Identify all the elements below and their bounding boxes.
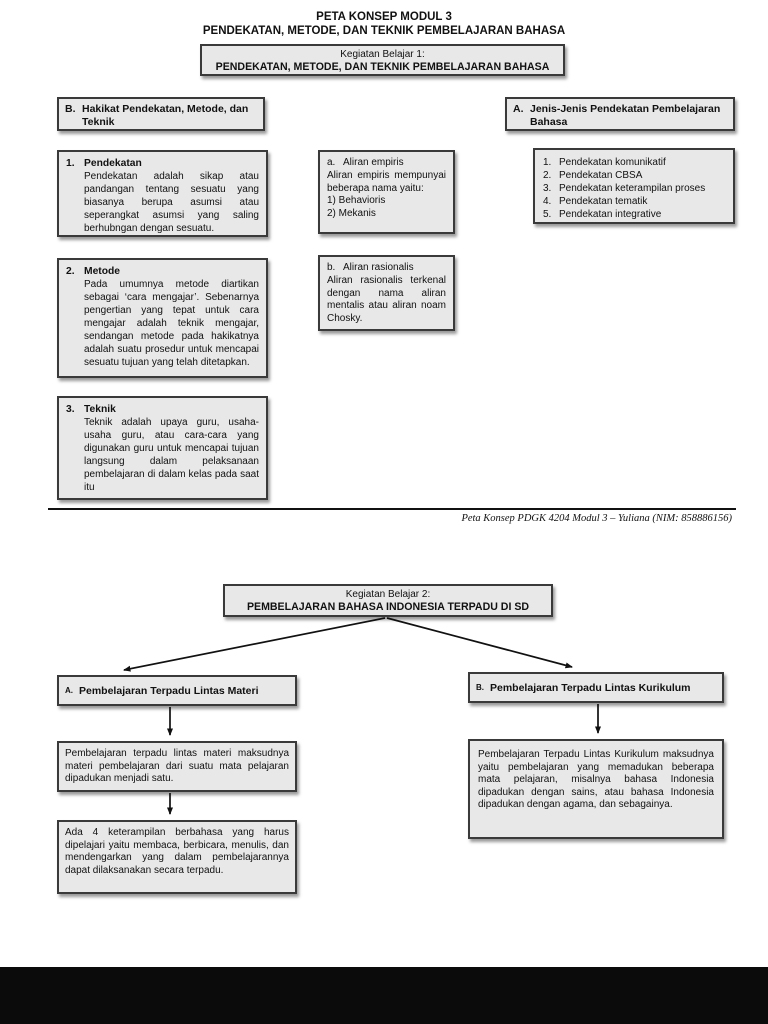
list-item-number: 4. — [543, 196, 552, 207]
card-aliran-empiris-item: 2) Mekanis — [327, 208, 376, 220]
list-item: 2. Pendekatan CBSA — [543, 169, 725, 182]
kb2-branch-a-box1: Pembelajaran terpadu lintas materi maksu… — [57, 741, 297, 792]
kb1-header-a-label: Jenis-Jenis Pendekatan Pembelajaran Baha… — [530, 103, 721, 128]
page-title-line1: PETA KONSEP MODUL 3 — [316, 11, 452, 23]
card-jenis-pendekatan-list: 1. Pendekatan komunikatif 2. Pendekatan … — [533, 148, 735, 224]
card-teknik: 3. Teknik Teknik adalah upaya guru, usah… — [57, 396, 268, 500]
kb2-branch-a-prefix: A. — [65, 686, 73, 695]
kb2-branch-b-header: B. Pembelajaran Terpadu Lintas Kurikulum — [468, 672, 724, 703]
kb1-header-a: A. Jenis-Jenis Pendekatan Pembelajaran B… — [505, 97, 735, 131]
card-aliran-empiris-item: 1) Behavioris — [327, 195, 386, 207]
kb1-banner: Kegiatan Belajar 1: PENDEKATAN, METODE, … — [200, 44, 565, 76]
card-aliran-empiris-title: Aliran empiris — [343, 157, 404, 168]
card-aliran-empiris-body: Aliran empiris mempunyai beberapa nama y… — [327, 169, 446, 194]
kb1-header-b: B. Hakikat Pendekatan, Metode, dan Tekni… — [57, 97, 265, 131]
list-item-number: 1. — [543, 157, 552, 168]
card-aliran-rasionalis-body: Aliran rasionalis terkenal dengan nama a… — [327, 274, 446, 325]
card-aliran-rasionalis: b. Aliran rasionalis Aliran rasionalis t… — [318, 255, 455, 331]
kb1-header-b-label: Hakikat Pendekatan, Metode, dan Teknik — [82, 103, 249, 128]
kb2-banner: Kegiatan Belajar 2: PEMBELAJARAN BAHASA … — [223, 584, 553, 617]
card-pendekatan-body: Pendekatan adalah sikap atau pandangan t… — [84, 171, 259, 234]
viewer-letterbox — [0, 967, 768, 1024]
kb2-branch-b-title: Pembelajaran Terpadu Lintas Kurikulum — [490, 681, 691, 694]
card-metode-title: Metode — [84, 266, 121, 277]
card-teknik-body: Teknik adalah upaya guru, usaha-usaha gu… — [84, 417, 259, 493]
kb1-header-b-prefix: B. — [65, 103, 76, 115]
kb2-branch-a-title: Pembelajaran Terpadu Lintas Materi — [79, 684, 259, 697]
kb2-branch-a-header: A. Pembelajaran Terpadu Lintas Materi — [57, 675, 297, 706]
card-metode: 2. Metode Pada umumnya metode diartikan … — [57, 258, 268, 378]
card-aliran-rasionalis-prefix: b. — [327, 262, 336, 273]
card-teknik-title: Teknik — [84, 404, 116, 415]
card-pendekatan: 1. Pendekatan Pendekatan adalah sikap at… — [57, 150, 268, 237]
kb1-header-a-prefix: A. — [513, 103, 524, 115]
kb1-banner-subtitle: Kegiatan Belajar 1: — [340, 49, 425, 60]
list-item-label: Pendekatan integrative — [559, 209, 662, 220]
kb2-banner-title: PEMBELAJARAN BAHASA INDONESIA TERPADU DI… — [246, 601, 530, 613]
list-item: 4. Pendekatan tematik — [543, 195, 725, 208]
arrow-kb2-to-branch-b — [386, 617, 573, 669]
list-item-number: 2. — [543, 170, 552, 181]
card-aliran-rasionalis-title: Aliran rasionalis — [343, 262, 414, 273]
list-item: 3. Pendekatan keterampilan proses — [543, 182, 725, 195]
list-item-label: Pendekatan keterampilan proses — [559, 183, 706, 194]
card-aliran-empiris: a. Aliran empiris Aliran empiris mempuny… — [318, 150, 455, 234]
list-item-label: Pendekatan CBSA — [559, 170, 643, 181]
arrow-kb2-to-branch-a — [123, 617, 386, 672]
list-item-label: Pendekatan tematik — [559, 196, 648, 207]
page-title-line2: PENDEKATAN, METODE, DAN TEKNIK PEMBELAJA… — [202, 25, 566, 37]
card-pendekatan-title: Pendekatan — [84, 158, 142, 169]
card-metode-number: 2. — [66, 266, 75, 277]
kb2-banner-subtitle: Kegiatan Belajar 2: — [345, 589, 431, 600]
kb1-banner-title: PENDEKATAN, METODE, DAN TEKNIK PEMBELAJA… — [215, 61, 550, 73]
list-item: 5. Pendekatan integrative — [543, 208, 725, 221]
list-item: 1. Pendekatan komunikatif — [543, 156, 725, 169]
list-item-number: 3. — [543, 183, 552, 194]
list-item-number: 5. — [543, 209, 552, 220]
card-teknik-number: 3. — [66, 404, 75, 415]
page-title: PETA KONSEP MODUL 3 PENDEKATAN, METODE, … — [0, 10, 768, 38]
card-metode-body: Pada umumnya metode diartikan sebagai ‘c… — [84, 279, 259, 368]
kb2-branch-b-prefix: B. — [476, 683, 484, 692]
kb2-branch-b-box1: Pembelajaran Terpadu Lintas Kurikulum ma… — [468, 739, 724, 839]
section-divider — [48, 508, 736, 510]
list-item-label: Pendekatan komunikatif — [559, 157, 666, 168]
footer-credit: Peta Konsep PDGK 4204 Modul 3 – Yuliana … — [461, 513, 732, 524]
card-pendekatan-number: 1. — [66, 158, 75, 169]
card-aliran-empiris-prefix: a. — [327, 157, 336, 168]
kb2-branch-a-box2: Ada 4 keterampilan berbahasa yang harus … — [57, 820, 297, 894]
